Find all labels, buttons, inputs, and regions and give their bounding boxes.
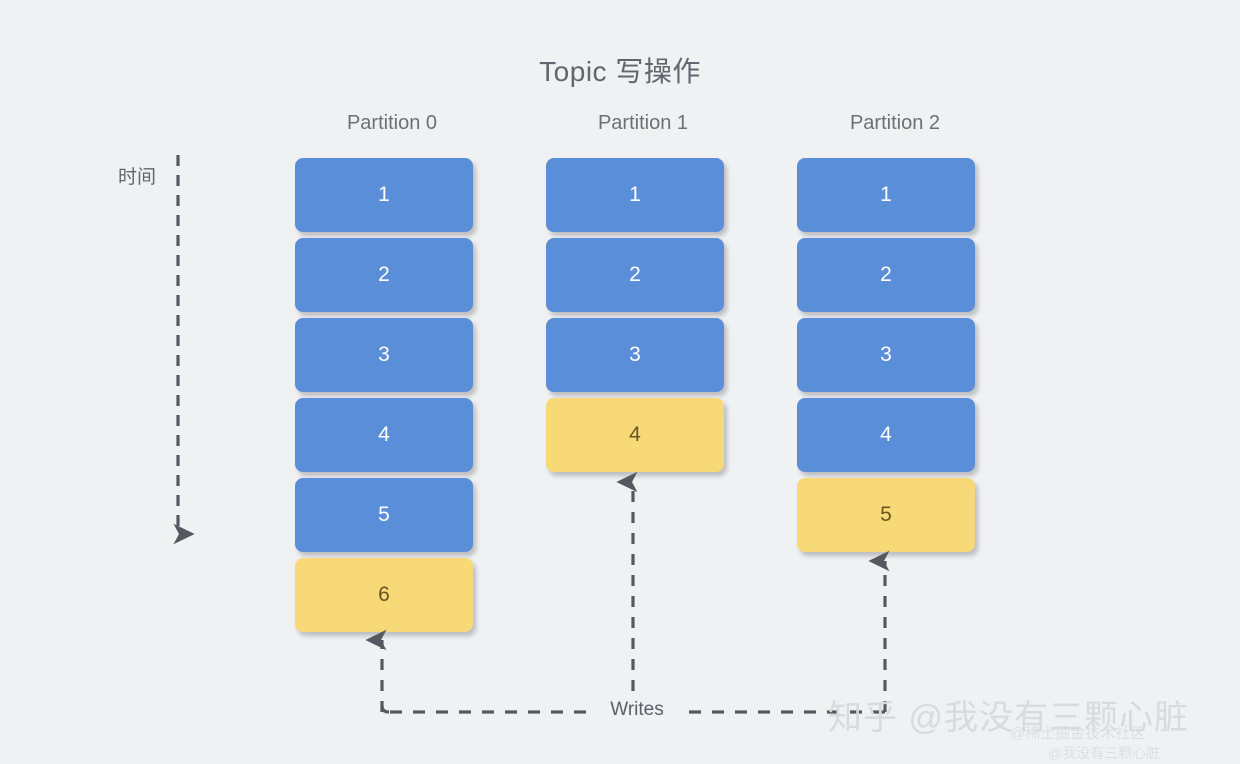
partition-label-1: Partition 1: [597, 112, 689, 134]
message-cell: 4: [797, 398, 975, 472]
partition-label-2: Partition 2: [849, 112, 941, 134]
message-cell: 5: [295, 478, 473, 552]
message-cell: 4: [295, 398, 473, 472]
writes-label: Writes: [590, 699, 684, 721]
message-cell-incoming: 6: [295, 558, 473, 632]
message-cell: 1: [546, 158, 724, 232]
message-cell-incoming: 5: [797, 478, 975, 552]
message-cell: 2: [797, 238, 975, 312]
page-title: Topic 写操作: [539, 56, 701, 87]
partition-label-0: Partition 0: [346, 112, 438, 134]
watermark-secondary: @稀土掘金技术社区: [1010, 725, 1146, 742]
time-axis-label: 时间: [118, 167, 157, 188]
message-cell: 2: [295, 238, 473, 312]
message-cell: 2: [546, 238, 724, 312]
watermark-main: 知乎 @我没有三颗心脏: [828, 699, 1189, 737]
message-cell: 3: [546, 318, 724, 392]
watermark-tertiary: @我没有三颗心脏: [1048, 745, 1161, 761]
partition-column-1: 1 2 3 4: [546, 158, 724, 478]
partition-column-2: 1 2 3 4 5: [797, 158, 975, 558]
message-cell-incoming: 4: [546, 398, 724, 472]
message-cell: 1: [295, 158, 473, 232]
message-cell: 1: [797, 158, 975, 232]
message-cell: 3: [797, 318, 975, 392]
partition-column-0: 1 2 3 4 5 6: [295, 158, 473, 638]
message-cell: 3: [295, 318, 473, 392]
writes-corner-partition-0: [380, 705, 390, 714]
